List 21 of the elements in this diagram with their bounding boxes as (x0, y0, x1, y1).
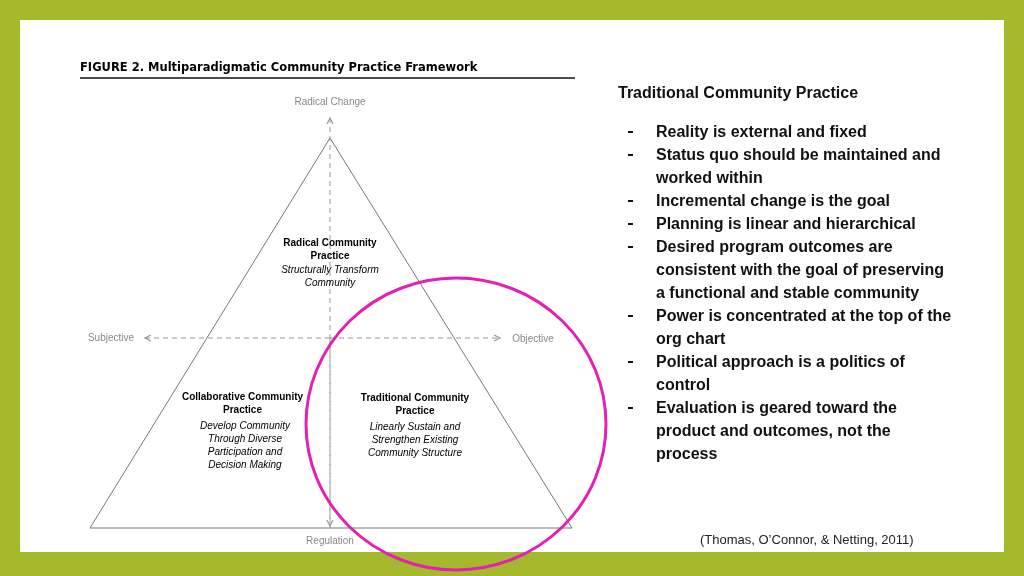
bullet-text: Planning is linear and hierarchical (656, 215, 916, 232)
quadrant-description: Linearly Sustain and Strengthen Existing Community Structure (367, 420, 463, 459)
axis-label: Radical Change (293, 95, 367, 108)
bullet-text: Desired program outcomes are consistent with the goal of preserving a functional and stable community (656, 238, 945, 301)
bullet-text: Incremental change is the goal (656, 192, 890, 209)
bullet-text: Reality is external and fixed (656, 123, 867, 140)
figure-title: FIGURE 2. Multiparadigmatic Community Practice Framework (80, 60, 478, 75)
list-heading: Traditional Community Practice (618, 84, 860, 102)
bullet-text: Political approach is a politics of control (656, 353, 905, 393)
axis-label: Subjective (86, 331, 136, 344)
quadrant-heading: Traditional Community Practice (359, 391, 471, 417)
axis-label: Regulation (305, 534, 355, 547)
bullet-text: Evaluation is geared toward the product and outcomes, not the process (656, 399, 897, 462)
citation: (Thomas, O’Connor, & Netting, 2011) (700, 532, 914, 549)
bullet-text: Power is concentrated at the top of the org chart (656, 307, 952, 347)
quadrant-description: Develop Community Through Diverse Participation and Decision Making (198, 419, 292, 471)
bullet-text: Status quo should be maintained and worked within (656, 146, 941, 186)
quadrant-heading: Radical Community Practice (282, 236, 378, 262)
quadrant-heading: Collaborative Community Practice (180, 390, 305, 416)
axis-label: Objective (511, 332, 555, 345)
quadrant-description: Structurally Transform Community (280, 263, 380, 289)
